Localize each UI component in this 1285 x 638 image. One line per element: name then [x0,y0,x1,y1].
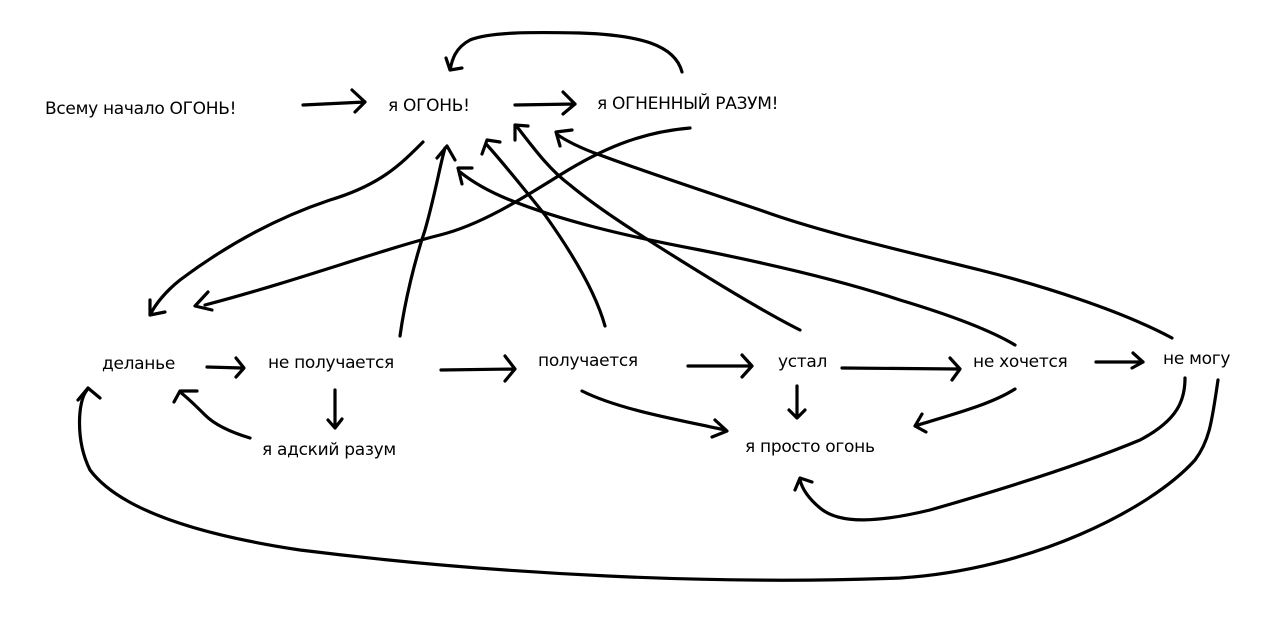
edge-tired-to-just-fire [787,384,807,420]
edge-start-to-fire [301,88,367,114]
edge-fire-mind-to-fire [444,30,684,74]
edge-hell-mind-to-doing [172,389,252,440]
edge-doing-to-not-working [205,356,246,379]
node-cant: не могу [1163,349,1231,369]
edge-dont-want-to-just-fire [913,387,1017,434]
edge-dont-want-to-fire [456,166,1017,347]
edge-working-to-tired [686,353,754,379]
node-not-working: не получается [268,353,394,373]
node-dont-want: не хочется [973,352,1068,372]
edge-working-to-just-fire [580,389,729,439]
edge-cant-to-just-fire [793,376,1187,522]
edge-not-working-to-hell-mind [326,388,344,430]
edge-not-working-to-fire [398,144,457,338]
node-fire: я ОГОНЬ! [388,96,470,116]
node-working: получается [538,351,638,371]
edge-fire-mind-to-doing [193,126,692,312]
node-doing: деланье [102,354,175,374]
node-just-fire: я просто огонь [745,437,875,457]
node-start: Всему начало ОГОНЬ! [45,99,237,119]
edge-fire-to-doing [148,140,425,317]
edge-cant-to-fire-mind [554,128,1174,340]
node-fire-mind: я ОГНЕННЫЙ РАЗУМ! [597,94,779,114]
node-hell-mind: я адский разум [262,440,396,460]
edge-cant-to-doing [76,378,1220,582]
node-tired: устал [778,352,828,372]
edge-dont-want-to-cant [1094,351,1145,370]
edge-tired-to-dont-want [840,356,962,382]
edge-working-to-fire [480,138,607,328]
edge-not-working-to-working [439,354,517,383]
edge-fire-to-fire-mind [513,90,577,116]
edge-tired-to-fire [513,123,802,332]
